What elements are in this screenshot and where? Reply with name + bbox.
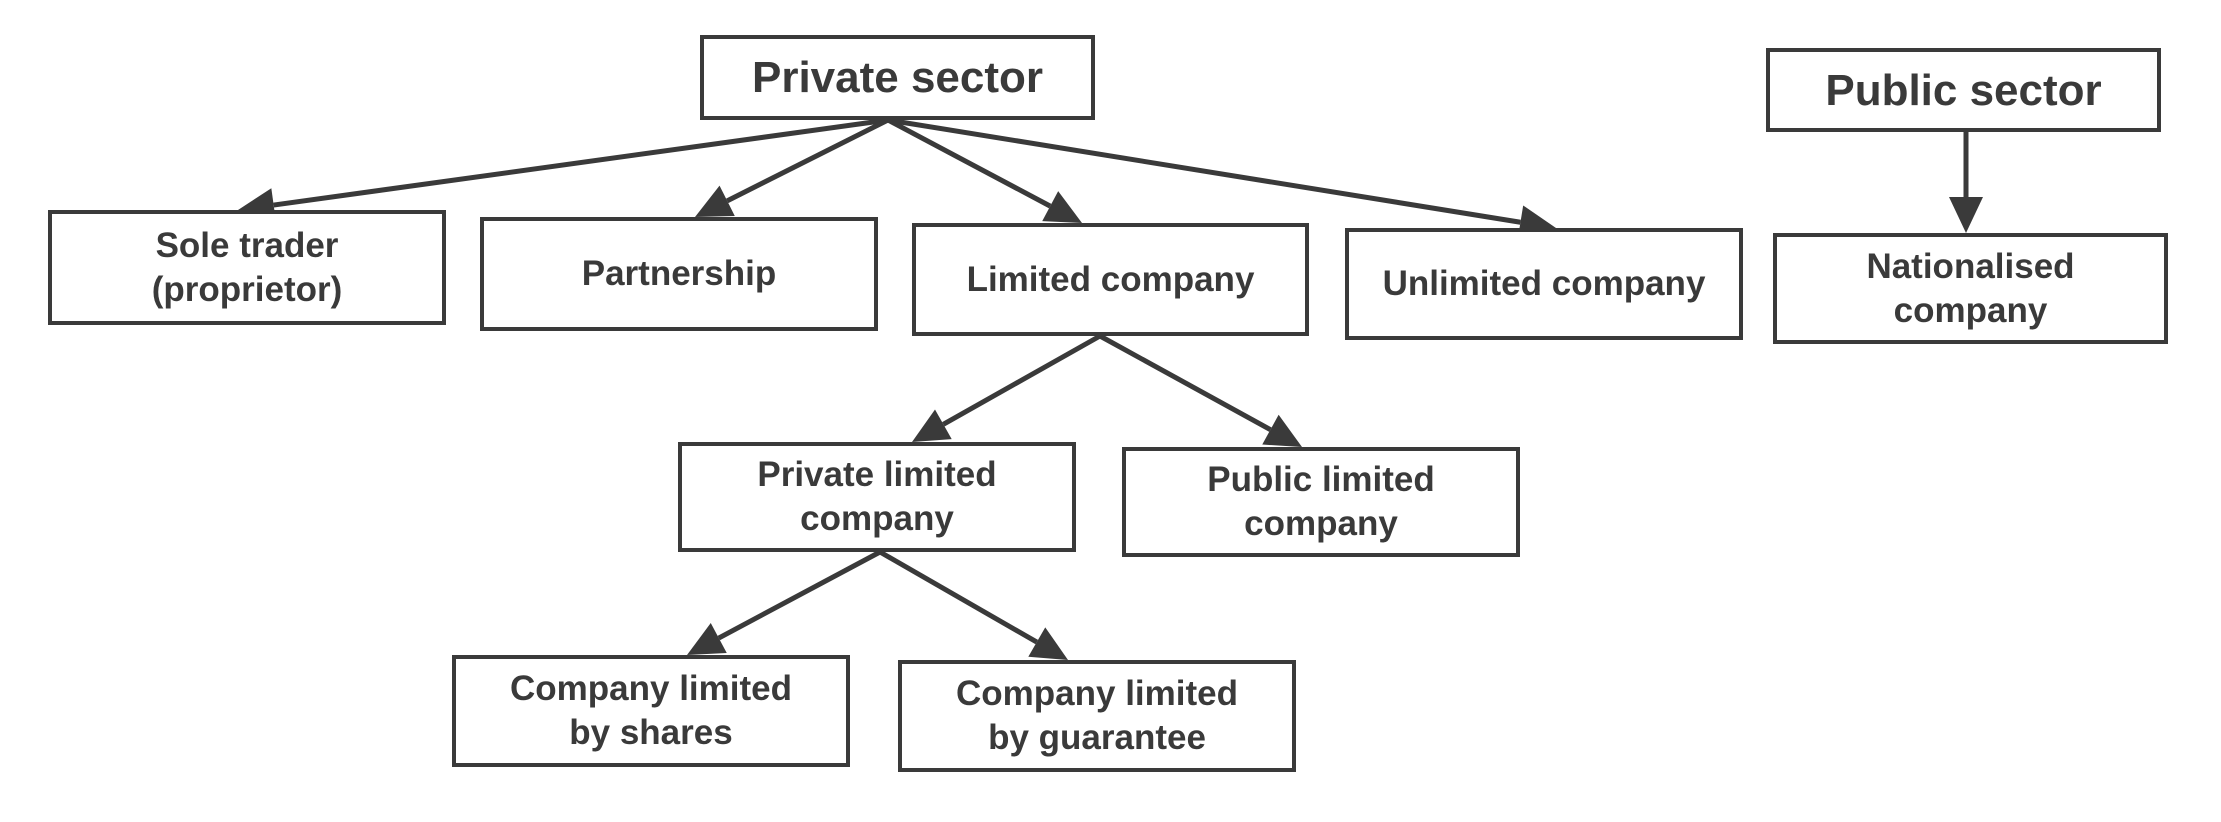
node-company-limited-by-shares-line-2: by shares — [569, 713, 733, 752]
arrow-private-to-partnership-shaft — [726, 117, 890, 204]
node-public-sector: Public sector — [1766, 48, 2161, 132]
arrow-limited-to-public-limited — [1098, 333, 1302, 447]
node-company-limited-by-guarantee-line-1: Company limited — [956, 674, 1238, 714]
arrow-private-to-unlimited-company-shaft — [887, 117, 1521, 225]
arrow-private-to-limited-company — [886, 117, 1082, 223]
arrow-private-to-partnership — [695, 117, 890, 217]
arrow-public-to-nationalised — [1949, 132, 1983, 233]
arrow-limited-to-private-limited-shaft — [942, 333, 1102, 427]
node-company-limited-by-shares-line-1: Company limited — [510, 669, 792, 709]
arrow-private-to-sole-trader-shaft — [273, 117, 889, 208]
arrow-limited-to-private-limited-head — [912, 409, 952, 442]
node-unlimited-company-label: Unlimited company — [1382, 264, 1706, 304]
node-nationalised-company-line-2: company — [1893, 290, 2048, 330]
node-sole-trader-line-1: Sole trader — [155, 225, 339, 265]
node-nationalised-company-line-1: Nationalised — [1866, 246, 2075, 286]
arrow-private-to-unlimited-company — [887, 117, 1556, 240]
node-sole-trader-line-2: (proprietor) — [151, 269, 343, 309]
arrow-private-to-partnership-head — [695, 185, 735, 217]
arrow-limited-to-private-limited — [912, 333, 1102, 442]
node-partnership-label: Partnership — [581, 254, 777, 294]
arrow-privlim-to-by-shares-head — [687, 623, 727, 655]
node-limited-company-label: Limited company — [966, 259, 1255, 299]
node-public-sector-label: Public sector — [1825, 65, 2102, 115]
node-public-limited-company-line-2: company — [1244, 504, 1398, 543]
node-private-limited-company-line-2: company — [800, 499, 954, 538]
node-company-limited-by-guarantee: Company limited by guarantee — [898, 660, 1296, 772]
node-private-limited-company-line-1: Private limited — [757, 455, 997, 495]
arrow-limited-to-public-limited-shaft — [1098, 333, 1272, 432]
node-nationalised-company: Nationalised company — [1773, 233, 2168, 344]
arrow-privlim-to-by-guarantee-head — [1028, 627, 1068, 660]
arrow-limited-to-public-limited-head — [1262, 414, 1302, 447]
arrow-private-to-limited-company-head — [1042, 191, 1082, 223]
arrow-privlim-to-by-shares — [687, 549, 882, 655]
node-sole-trader: Sole trader (proprietor) — [48, 210, 446, 325]
node-public-limited-company-line-1: Public limited — [1207, 460, 1435, 500]
arrow-privlim-to-by-guarantee — [878, 549, 1068, 660]
node-partnership: Partnership — [480, 217, 878, 331]
arrow-privlim-to-by-guarantee-shaft — [878, 549, 1039, 645]
arrow-public-to-nationalised-head — [1949, 197, 1983, 233]
node-unlimited-company: Unlimited company — [1345, 228, 1743, 340]
arrow-private-to-limited-company-shaft — [886, 117, 1052, 209]
node-company-limited-by-guarantee-line-2: by guarantee — [988, 718, 1206, 757]
node-public-limited-company: Public limited company — [1122, 447, 1520, 557]
node-private-limited-company: Private limited company — [678, 442, 1076, 552]
node-limited-company: Limited company — [912, 223, 1309, 336]
node-company-limited-by-shares: Company limited by shares — [452, 655, 850, 767]
node-private-sector-label: Private sector — [751, 53, 1044, 102]
node-private-sector: Private sector — [700, 35, 1095, 120]
arrow-privlim-to-by-shares-shaft — [717, 549, 882, 641]
